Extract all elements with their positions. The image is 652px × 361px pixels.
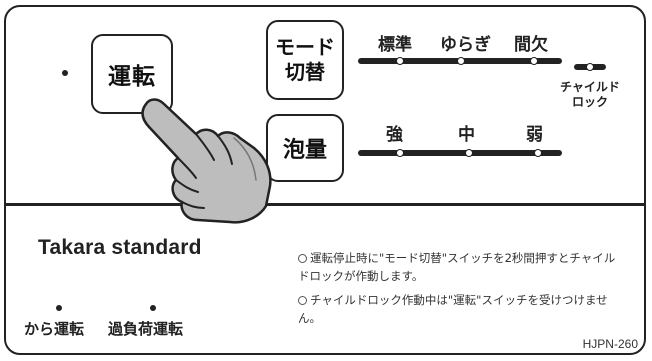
mode-standard-led [396, 57, 404, 65]
foam-strong-led [396, 149, 404, 157]
mode-level-fluctuation: ゆらぎ [440, 35, 491, 55]
run-button-label: 運転 [108, 64, 156, 90]
run-button[interactable]: 運転 [91, 34, 173, 114]
run-indicator-led [62, 70, 68, 76]
child-lock-label-line1: チャイルド [560, 80, 620, 94]
instruction-note-1: 運転停止時に"モード切替"スイッチを2秒間押すとチャイルドロックが作動します。 [298, 250, 618, 286]
model-number: HJPN-260 [582, 337, 638, 351]
foam-indicator-track [358, 149, 562, 157]
dry-run-label: から運転 [24, 320, 85, 338]
instruction-note-2: チャイルドロック作動中は"運転"スイッチを受けつけません。 [298, 292, 618, 328]
note-bullet-icon [298, 296, 307, 305]
panel-divider [4, 203, 646, 206]
instruction-note-2-text: チャイルドロック作動中は"運転"スイッチを受けつけません。 [298, 293, 608, 325]
hand-pointer-icon [141, 98, 272, 224]
foam-weak-led [534, 149, 542, 157]
foam-level-weak: 弱 [526, 125, 543, 145]
mode-button-label-line2: 切替 [285, 60, 325, 84]
dry-run-indicator-led [56, 305, 62, 311]
instruction-note-1-text: 運転停止時に"モード切替"スイッチを2秒間押すとチャイルドロックが作動します。 [298, 251, 616, 283]
overload-indicator-led [150, 305, 156, 311]
overload-label: 過負荷運転 [108, 320, 184, 338]
foam-button-label: 泡量 [282, 138, 327, 163]
child-lock-led [586, 63, 594, 71]
foam-level-strong: 強 [386, 125, 403, 145]
mode-indicator-track [358, 57, 562, 65]
child-lock-indicator-track [574, 63, 606, 71]
child-lock-label-line2: ロック [571, 95, 608, 109]
mode-level-intermittent: 間欠 [514, 35, 548, 55]
mode-fluctuation-led [457, 57, 465, 65]
mode-intermittent-led [530, 57, 538, 65]
foam-amount-button[interactable]: 泡量 [266, 114, 344, 182]
mode-button-label-line1: モード [275, 35, 335, 59]
child-lock-label: チャイルド ロック [555, 80, 625, 110]
foam-level-medium: 中 [458, 125, 475, 145]
brand-logo: Takara standard [38, 236, 202, 259]
note-bullet-icon [298, 254, 307, 263]
foam-medium-led [465, 149, 473, 157]
mode-switch-button[interactable]: モード 切替 [266, 20, 344, 100]
mode-level-standard: 標準 [378, 35, 412, 55]
